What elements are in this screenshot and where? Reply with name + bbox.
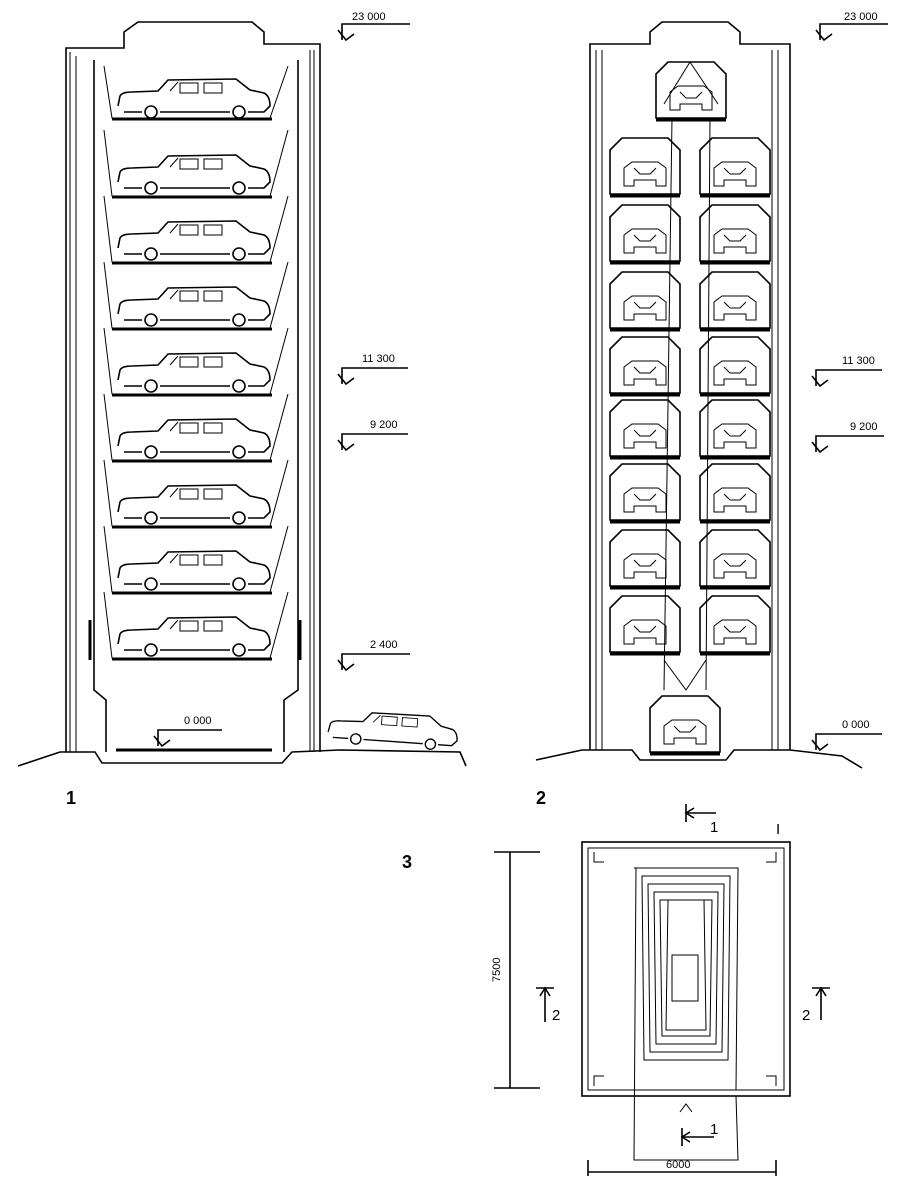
figure-1-label: 1: [66, 788, 76, 808]
elevation-marker-9200-2: 9 200: [811, 421, 884, 454]
section-marker-2-left: 2: [536, 986, 560, 1024]
svg-text:I: I: [776, 821, 780, 838]
svg-text:6000: 6000: [666, 1159, 690, 1171]
svg-text:2: 2: [802, 1007, 810, 1024]
figure-3-label: 3: [402, 852, 412, 872]
svg-text:23 000: 23 000: [844, 11, 878, 23]
svg-text:11 300: 11 300: [362, 353, 395, 365]
elevation-marker-9200-1: 9 200: [337, 419, 408, 452]
svg-text:1: 1: [710, 819, 718, 836]
svg-text:0 000: 0 000: [842, 719, 870, 731]
width-dimension: 6000: [587, 1159, 777, 1176]
elevation-marker-11300-1: 11 300: [337, 353, 408, 386]
svg-text:7500: 7500: [491, 958, 503, 982]
figure-2-section: 23 000 11 300 9 200 0 000 2: [535, 11, 888, 808]
svg-text:2: 2: [552, 1007, 560, 1024]
cabin-stack: [608, 136, 772, 656]
figure-1-section: 23 000 11 300 9 200 2 400 0 000 1: [17, 11, 467, 808]
car-entering: [326, 708, 460, 752]
svg-text:1: 1: [710, 1121, 718, 1138]
svg-text:0 000: 0 000: [184, 715, 212, 727]
svg-text:11 300: 11 300: [842, 355, 875, 367]
svg-text:9 200: 9 200: [850, 421, 878, 433]
depth-dimension: 7500: [491, 851, 540, 1089]
svg-text:23 000: 23 000: [352, 11, 386, 23]
bottom-lift-cabin: [648, 694, 722, 756]
svg-text:9 200: 9 200: [370, 419, 398, 431]
parking-bay-stack: [103, 65, 289, 661]
elevation-marker-top-1: 23 000: [337, 11, 410, 42]
elevation-marker-ground-2: 0 000: [811, 719, 882, 752]
figure-3-plan: 7500 6000 1 I 1 2 2: [491, 804, 830, 1176]
section-marker-1-bottom: 1: [680, 1121, 718, 1146]
elevation-marker-2400-1: 2 400: [337, 639, 410, 672]
svg-text:2 400: 2 400: [370, 639, 398, 651]
elevation-marker-top-2: 23 000: [815, 11, 888, 42]
figure-2-label: 2: [536, 788, 546, 808]
elevation-marker-11300-2: 11 300: [811, 355, 882, 388]
section-marker-2-right: 2: [802, 986, 830, 1024]
elevation-marker-ground-1: 0 000: [153, 715, 222, 748]
section-marker-1-top: 1 I: [684, 804, 780, 838]
